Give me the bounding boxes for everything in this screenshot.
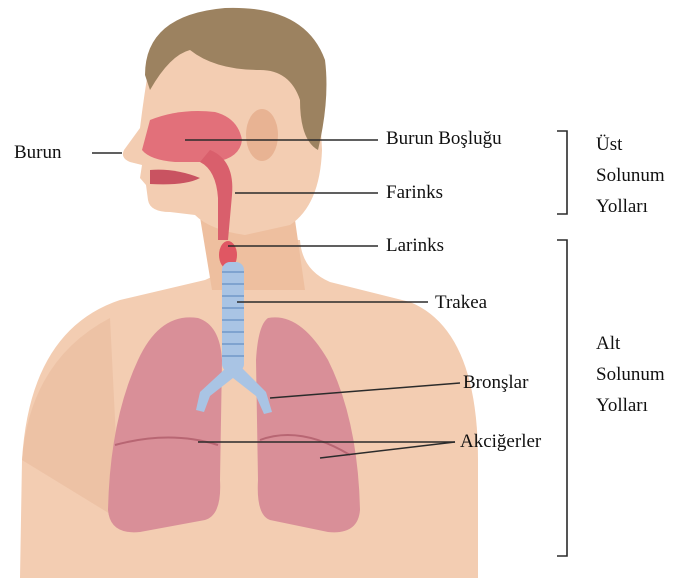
label-burun-boslugu: Burun Boşluğu <box>386 128 502 150</box>
ear <box>246 109 278 161</box>
lower-bracket <box>557 240 567 556</box>
upper-bracket <box>557 131 567 214</box>
upper-group-line-1: Üst <box>596 134 622 156</box>
lower-group-line-3: Yolları <box>596 395 648 417</box>
label-farinks: Farinks <box>386 182 443 204</box>
label-akcigerler: Akciğerler <box>460 431 541 453</box>
label-larinks: Larinks <box>386 235 444 257</box>
lower-group-line-1: Alt <box>596 333 620 355</box>
label-burun: Burun <box>14 142 62 164</box>
lower-group-line-2: Solunum <box>596 364 665 386</box>
label-bronslar: Bronşlar <box>463 372 528 394</box>
upper-group-line-2: Solunum <box>596 165 665 187</box>
upper-group-line-3: Yolları <box>596 196 648 218</box>
label-trakea: Trakea <box>435 292 487 314</box>
nasal-cavity <box>142 111 242 162</box>
